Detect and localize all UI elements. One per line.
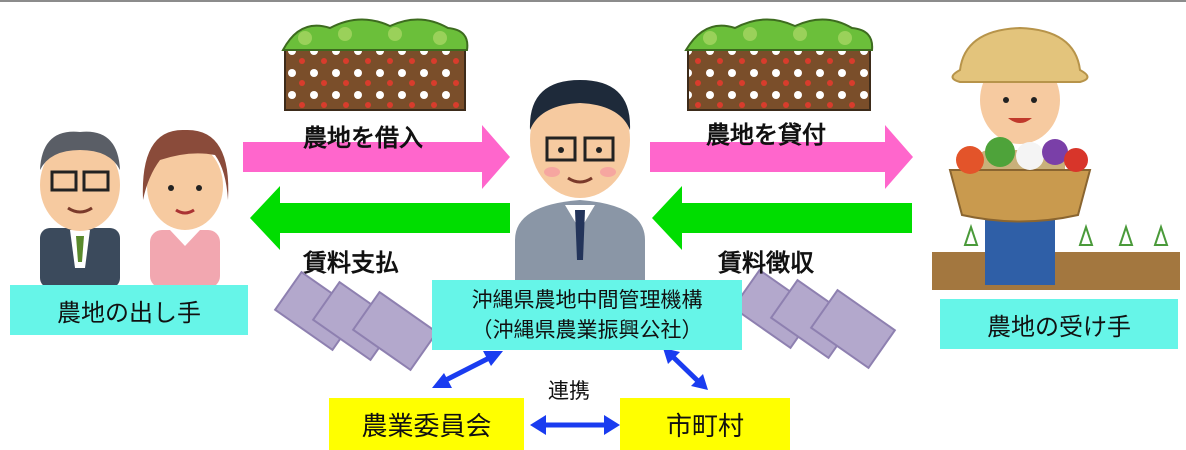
money-bills-right-icon [731, 268, 897, 370]
land-giver-box: 農地の出し手 [10, 285, 248, 335]
farmland-right-icon [684, 18, 874, 111]
municipality-box: 市町村 [620, 398, 790, 450]
borrow-arrow [243, 125, 510, 189]
top-divider [0, 0, 1186, 2]
intermediary-officer-icon [515, 80, 645, 285]
intermediary-org-subname: （沖縄県農業振興公社） [471, 318, 703, 342]
renkei-label: 連携 [548, 379, 590, 403]
lend-arrow [650, 125, 913, 189]
borrow-label: 農地を借入 [303, 124, 423, 152]
money-bills-left-icon [273, 270, 439, 372]
link-arrows [432, 348, 708, 435]
collect-arrow [652, 186, 912, 250]
land-receiver-box: 農地の受け手 [940, 299, 1178, 349]
pay-label: 賃料支払 [303, 249, 399, 277]
landowner-couple-icon [40, 129, 229, 288]
agri-committee-box: 農業委員会 [329, 398, 524, 450]
farmland-left-icon [281, 18, 469, 111]
collect-label: 賃料徴収 [718, 249, 814, 277]
intermediary-org-box: 沖縄県農地中間管理機構 （沖縄県農業振興公社） [432, 280, 742, 350]
intermediary-org-name: 沖縄県農地中間管理機構 [471, 288, 703, 312]
farmer-receiver-icon [932, 26, 1180, 290]
lend-label: 農地を貸付 [706, 121, 826, 149]
pay-arrow [250, 186, 510, 250]
